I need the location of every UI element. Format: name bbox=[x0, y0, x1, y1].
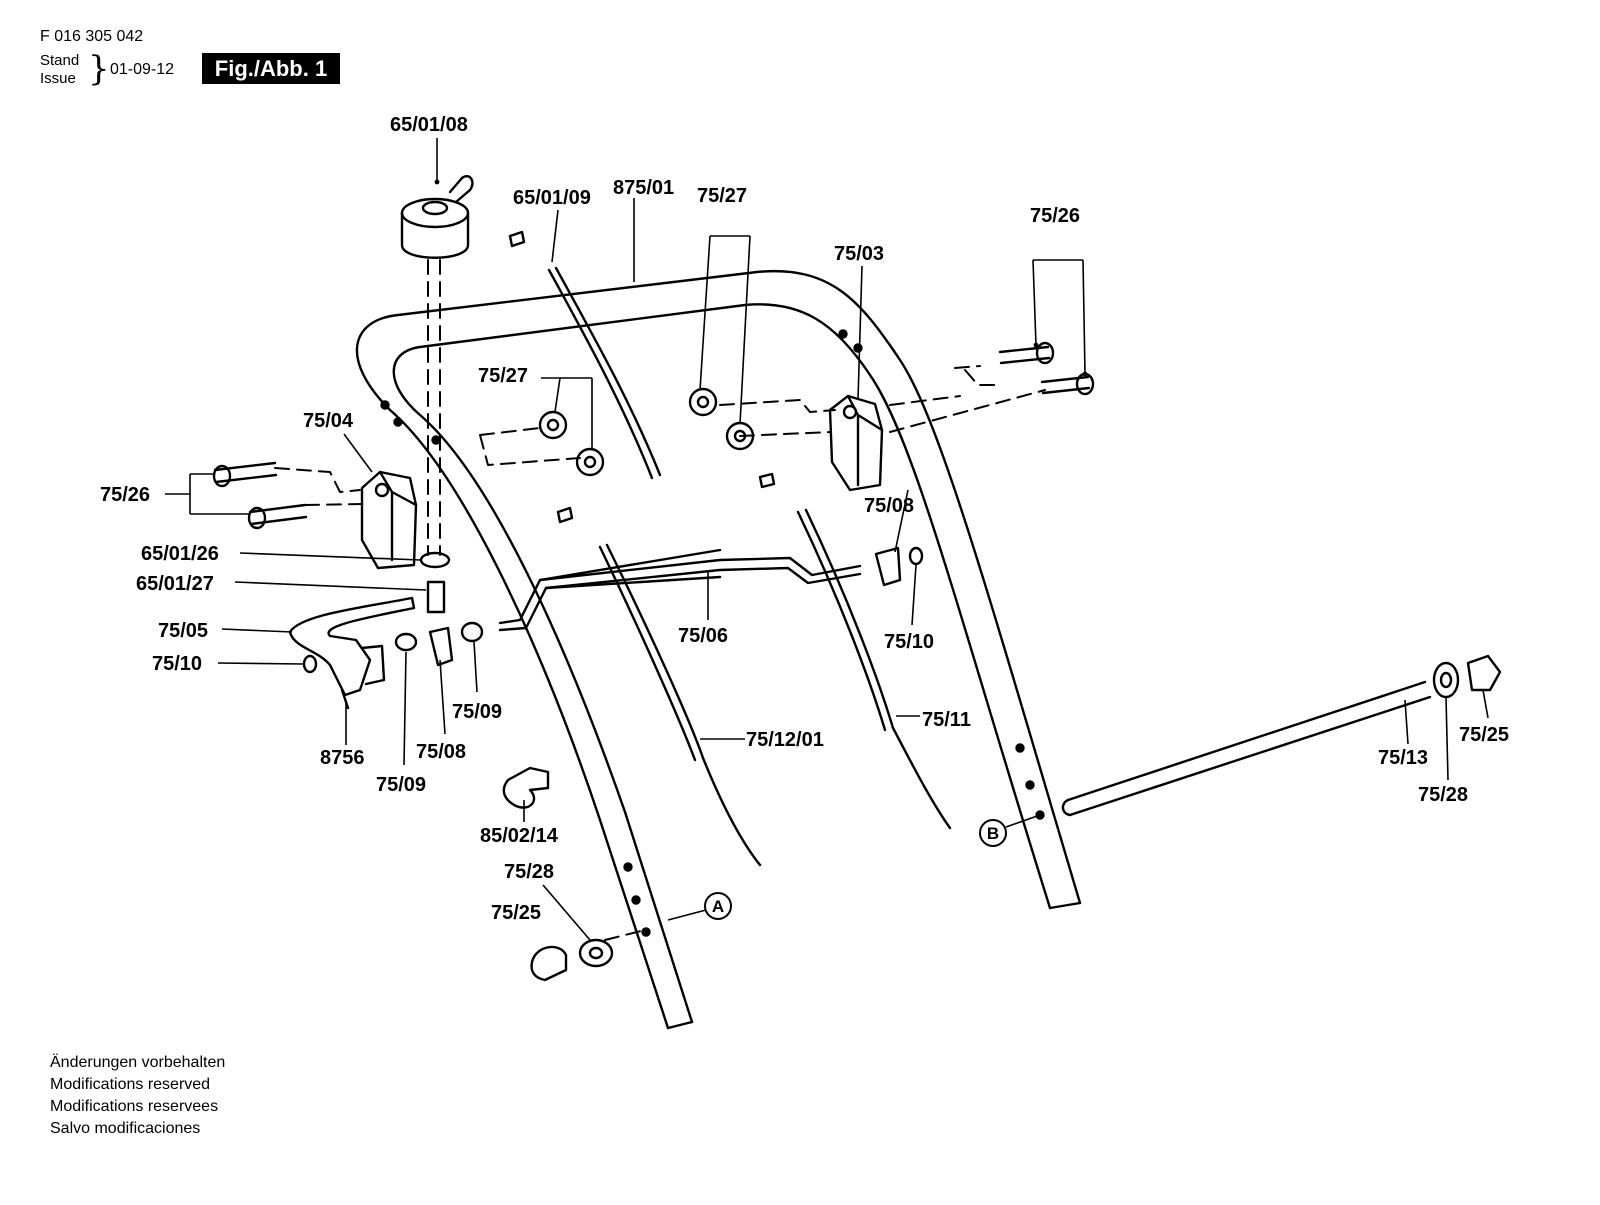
label-65-01-27: 65/01/27 bbox=[136, 573, 214, 595]
cable-75-11 bbox=[796, 510, 887, 732]
label-75-05: 75/05 bbox=[158, 620, 208, 642]
label-65-01-08: 65/01/08 bbox=[390, 114, 468, 136]
stand-label: Stand bbox=[40, 52, 80, 69]
nut-75-25-right bbox=[1466, 654, 1502, 692]
ring-75-10-left bbox=[302, 654, 318, 674]
label-75-04: 75/04 bbox=[303, 410, 354, 432]
handle-outer-line bbox=[355, 269, 1082, 1030]
issue-date: 01-09-12 bbox=[110, 61, 175, 78]
label-75-28-left: 75/28 bbox=[504, 861, 554, 883]
clamp-75-04 bbox=[360, 470, 418, 570]
screw-65-01-27 bbox=[426, 580, 446, 614]
clip-85-02-14 bbox=[502, 766, 550, 809]
note-de: Änderungen vorbehalten bbox=[50, 1054, 226, 1071]
label-75-10-right: 75/10 bbox=[884, 631, 934, 653]
handle-inner-line bbox=[392, 303, 1052, 1024]
bolt-75-26-right-a bbox=[998, 345, 1051, 365]
label-75-10-left: 75/10 bbox=[152, 653, 202, 675]
label-75-13: 75/13 bbox=[1378, 747, 1428, 769]
rod-75-06 bbox=[498, 556, 862, 625]
ring-75-10-right bbox=[908, 546, 924, 566]
nut-75-27-b bbox=[575, 447, 605, 477]
label-85-02-14: 85/02/14 bbox=[480, 825, 559, 847]
label-75-06: 75/06 bbox=[678, 625, 728, 647]
cable-65-01-09 bbox=[554, 266, 662, 477]
bolt-75-13 bbox=[1066, 680, 1432, 817]
label-65-01-09: 65/01/09 bbox=[513, 187, 591, 209]
bushing-75-09-b bbox=[460, 621, 484, 643]
label-75-27-mid: 75/27 bbox=[478, 365, 528, 387]
cable-75-12-01 bbox=[598, 545, 697, 762]
label-875-01: 875/01 bbox=[613, 177, 674, 199]
clip-75-08-b bbox=[874, 546, 902, 587]
label-75-28-right: 75/28 bbox=[1418, 784, 1468, 806]
lever-75-05 bbox=[288, 596, 416, 697]
nut-75-27-a bbox=[538, 410, 568, 440]
label-75-11: 75/11 bbox=[922, 709, 971, 731]
issue-label: Issue bbox=[40, 70, 76, 87]
nut-75-27-c bbox=[688, 387, 718, 417]
label-65-01-26: 65/01/26 bbox=[141, 543, 219, 565]
bushing-75-09-a bbox=[394, 632, 418, 652]
clip-75-08-a bbox=[428, 626, 454, 667]
note-fr: Modifications reservees bbox=[50, 1098, 219, 1115]
nut-75-25-left bbox=[530, 945, 568, 982]
bolt-75-26-left-a bbox=[213, 461, 278, 484]
label-75-26-right: 75/26 bbox=[1030, 205, 1080, 227]
label-75-09-a: 75/09 bbox=[376, 774, 426, 796]
label-75-03: 75/03 bbox=[834, 243, 884, 265]
marker-b-circle bbox=[979, 819, 1007, 847]
label-75-25-right: 75/25 bbox=[1459, 724, 1509, 746]
document-number: F 016 305 042 bbox=[40, 28, 144, 45]
label-75-27-top: 75/27 bbox=[697, 185, 747, 207]
marker-a-label: A bbox=[712, 897, 724, 916]
label-75-08-a: 75/08 bbox=[416, 741, 466, 763]
modification-notes: Änderungen vorbehalten Modifications res… bbox=[50, 1052, 225, 1140]
label-75-08-b: 75/08 bbox=[864, 495, 914, 517]
label-8756: 8756 bbox=[320, 747, 365, 769]
note-en: Modifications reserved bbox=[50, 1076, 211, 1093]
label-75-12-01: 75/12/01 bbox=[746, 729, 824, 751]
note-es: Salvo modificaciones bbox=[50, 1120, 201, 1137]
label-75-26-left: 75/26 bbox=[100, 484, 150, 506]
marker-b-label: B bbox=[987, 824, 999, 843]
label-75-09-b: 75/09 bbox=[452, 701, 502, 723]
washer-75-28-right bbox=[1432, 661, 1460, 699]
clamp-75-03 bbox=[828, 394, 884, 492]
marker-a-circle bbox=[704, 892, 732, 920]
brace-glyph: } bbox=[88, 49, 110, 89]
washer-65-01-26 bbox=[419, 551, 451, 569]
washer-75-28-left bbox=[578, 938, 614, 968]
figure-title: Fig./Abb. 1 bbox=[202, 53, 340, 84]
label-75-25-left: 75/25 bbox=[491, 902, 541, 924]
